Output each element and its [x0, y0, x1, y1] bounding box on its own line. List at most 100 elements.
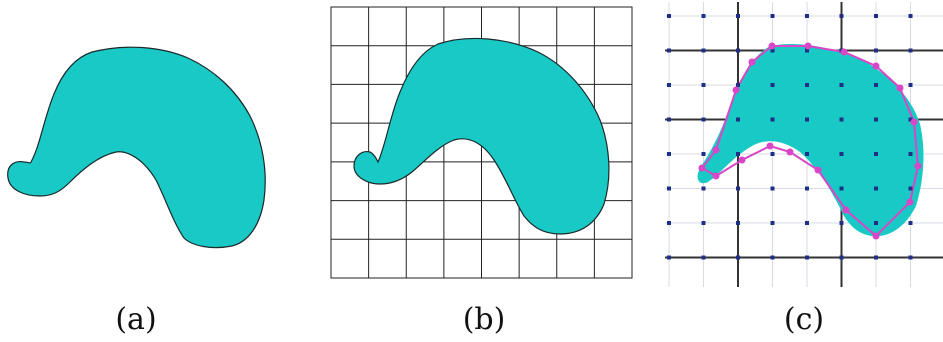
boundary-vertex [738, 156, 746, 164]
sample-dot [736, 117, 740, 122]
sample-dot [839, 152, 844, 156]
sample-dots-c [667, 14, 913, 294]
sample-dot [736, 14, 740, 18]
boundary-vertex [914, 162, 922, 170]
caption-a: (a) [115, 302, 157, 337]
sample-dot [667, 48, 671, 53]
sample-dot [874, 83, 878, 87]
sample-dot [770, 48, 775, 53]
sample-dot [874, 290, 878, 294]
sample-dot [874, 221, 878, 225]
boundary-vertex [804, 42, 812, 50]
sample-dot [908, 48, 913, 53]
sample-dot [770, 221, 775, 225]
boundary-vertex [842, 206, 850, 214]
sample-dot [736, 186, 740, 191]
sample-dot [908, 117, 913, 122]
sample-dot [805, 290, 809, 294]
sample-dot [839, 221, 844, 225]
sample-dot [874, 14, 878, 18]
sample-dot [908, 152, 913, 156]
sample-dot [909, 290, 913, 294]
boundary-vertex [766, 142, 774, 150]
sample-dot [701, 48, 706, 53]
sample-dot [908, 186, 913, 191]
sample-dot [701, 83, 706, 87]
boundary-vertex [698, 164, 706, 172]
sample-dot [701, 221, 706, 225]
sample-dot [839, 117, 844, 122]
sample-dot [667, 255, 671, 260]
sample-dot [908, 14, 913, 18]
sample-dot [667, 14, 671, 18]
boundary-vertex [872, 232, 880, 240]
sample-dot [667, 186, 671, 191]
panel-b [330, 6, 633, 279]
sample-dot [805, 255, 809, 260]
sample-dot [874, 48, 878, 53]
sample-dot [736, 48, 740, 53]
blob-shape-c [697, 43, 924, 237]
sample-dot [770, 14, 775, 18]
caption-b: (b) [462, 302, 506, 337]
sample-dot [770, 117, 775, 122]
boundary-vertex [896, 84, 904, 92]
sample-dot [736, 290, 740, 294]
sample-dot [667, 290, 671, 294]
sample-dot [805, 117, 809, 122]
sample-dot [667, 83, 671, 87]
sample-dot [805, 83, 809, 87]
sample-dot [839, 83, 844, 87]
boundary-vertex [748, 58, 756, 66]
sample-dot [805, 152, 809, 156]
sample-dot [805, 186, 809, 191]
sample-dot [667, 221, 671, 225]
sample-dot [701, 14, 706, 18]
sample-dot [736, 255, 740, 260]
panel-a [7, 46, 266, 249]
sample-dot [702, 290, 706, 294]
sample-dot [805, 221, 809, 225]
sample-dot [874, 186, 878, 191]
sample-dot [839, 255, 844, 260]
boundary-vertex [786, 148, 794, 156]
boundary-vertex [712, 172, 720, 180]
boundary-vertex [712, 146, 720, 154]
boundary-vertex [814, 166, 822, 174]
sample-dot [839, 14, 844, 18]
boundary-vertex [768, 42, 776, 50]
boundary-vertex [840, 48, 848, 56]
panel-c [665, 2, 943, 294]
blob-shape-b [353, 37, 610, 235]
boundary-vertex [906, 198, 914, 206]
sample-dot [770, 83, 775, 87]
sample-dot [736, 83, 740, 87]
sample-dot [701, 152, 706, 156]
boundary-vertex [910, 118, 918, 126]
sample-dot [770, 152, 775, 156]
caption-c: (c) [783, 302, 825, 337]
boundary-vertices-c [698, 42, 922, 240]
sample-dot [874, 255, 878, 260]
sample-dot [805, 48, 809, 53]
sample-dot [874, 152, 878, 156]
sample-dot [874, 117, 878, 122]
sample-dot [770, 255, 775, 260]
boundary-vertex [872, 62, 880, 70]
sample-dot [840, 290, 844, 294]
sample-dot [770, 186, 775, 191]
sample-dot [667, 152, 671, 156]
sample-dot [667, 117, 671, 122]
blob-shape-a [7, 46, 266, 249]
sample-dot [908, 83, 913, 87]
sample-dot [736, 221, 740, 225]
sample-dot [771, 290, 775, 294]
sample-dot [736, 152, 740, 156]
sample-dot [701, 255, 706, 260]
sample-dot [701, 186, 706, 191]
sample-dot [908, 255, 913, 260]
sample-dot [701, 117, 706, 122]
sample-dot [839, 186, 844, 191]
sample-dot [805, 14, 809, 18]
